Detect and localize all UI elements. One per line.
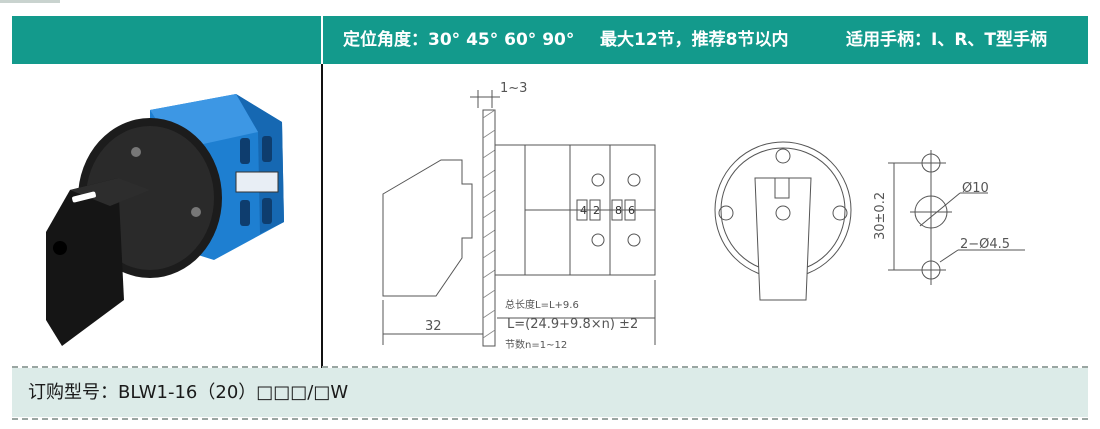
holes-label: 2−Ø4.5: [960, 237, 1010, 252]
header-divider: [321, 16, 323, 64]
contact-number-3: 8: [615, 204, 622, 217]
sections-label: 节数n=1~12: [505, 338, 567, 351]
spec-handles: 适用手柄：I、R、T型手柄: [846, 30, 1048, 50]
switch-product-image: [46, 94, 284, 346]
contact-number-4: 6: [628, 204, 635, 217]
mounting-holes-drawing: [888, 150, 1025, 285]
contact-number-1: 4: [580, 204, 587, 217]
order-model-text: 订购型号：BLW1-16（20）□□□/□W: [28, 382, 349, 403]
panel-thickness-label: 1~3: [500, 81, 527, 96]
total-length-label: 总长度L=L+9.6: [505, 298, 579, 311]
spec-sections: 最大12节，推荐8节以内: [600, 30, 789, 50]
order-band: [12, 368, 1088, 417]
spec-header-band: [12, 16, 1088, 64]
contact-number-2: 2: [593, 204, 600, 217]
spacing-label: 30±0.2: [873, 192, 888, 240]
handle-depth-label: 32: [425, 319, 442, 334]
length-formula: L=(24.9+9.8×n) ±2: [507, 317, 638, 332]
top-rule: [0, 0, 60, 3]
order-top-dashed-rule: [12, 366, 1088, 368]
front-view-drawing: [714, 141, 852, 301]
column-divider: [321, 64, 323, 368]
spec-angle: 定位角度：30° 45° 60° 90°: [343, 30, 575, 50]
diameter-label: Ø10: [962, 181, 989, 196]
side-view-drawing: [382, 90, 656, 347]
order-bottom-dashed-rule: [12, 418, 1088, 420]
